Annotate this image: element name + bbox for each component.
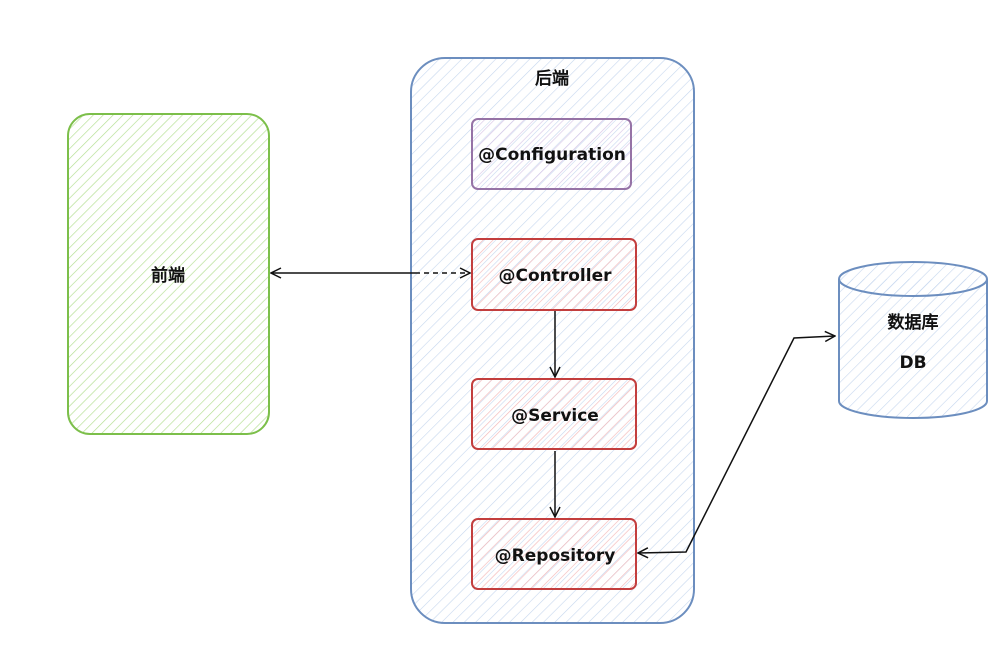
- connections: [271, 273, 835, 553]
- service-label: @Service: [511, 406, 599, 426]
- frontend-box: [67, 113, 270, 435]
- repository-node: @Repository: [471, 518, 637, 590]
- controller-label: @Controller: [498, 266, 612, 286]
- controller-box: [471, 238, 637, 311]
- repository-database-connector: [638, 336, 835, 553]
- configuration-label: @Configuration: [478, 145, 626, 165]
- controller-node: @Controller: [471, 238, 637, 311]
- configuration-node: @Configuration: [471, 118, 632, 190]
- database-label: 数据库: [888, 312, 939, 333]
- repository-box: [471, 518, 637, 590]
- frontend-container: 前端: [67, 113, 270, 435]
- frontend-label: 前端: [151, 265, 185, 286]
- repository-label: @Repository: [495, 546, 616, 566]
- database-sublabel: DB: [899, 353, 926, 373]
- service-node: @Service: [471, 378, 637, 450]
- database-node: 数据库 DB: [838, 261, 988, 419]
- configuration-box: [471, 118, 632, 190]
- backend-label: 后端: [535, 68, 569, 89]
- service-box: [471, 378, 637, 450]
- database-top: [838, 261, 988, 297]
- database-body: [838, 279, 988, 419]
